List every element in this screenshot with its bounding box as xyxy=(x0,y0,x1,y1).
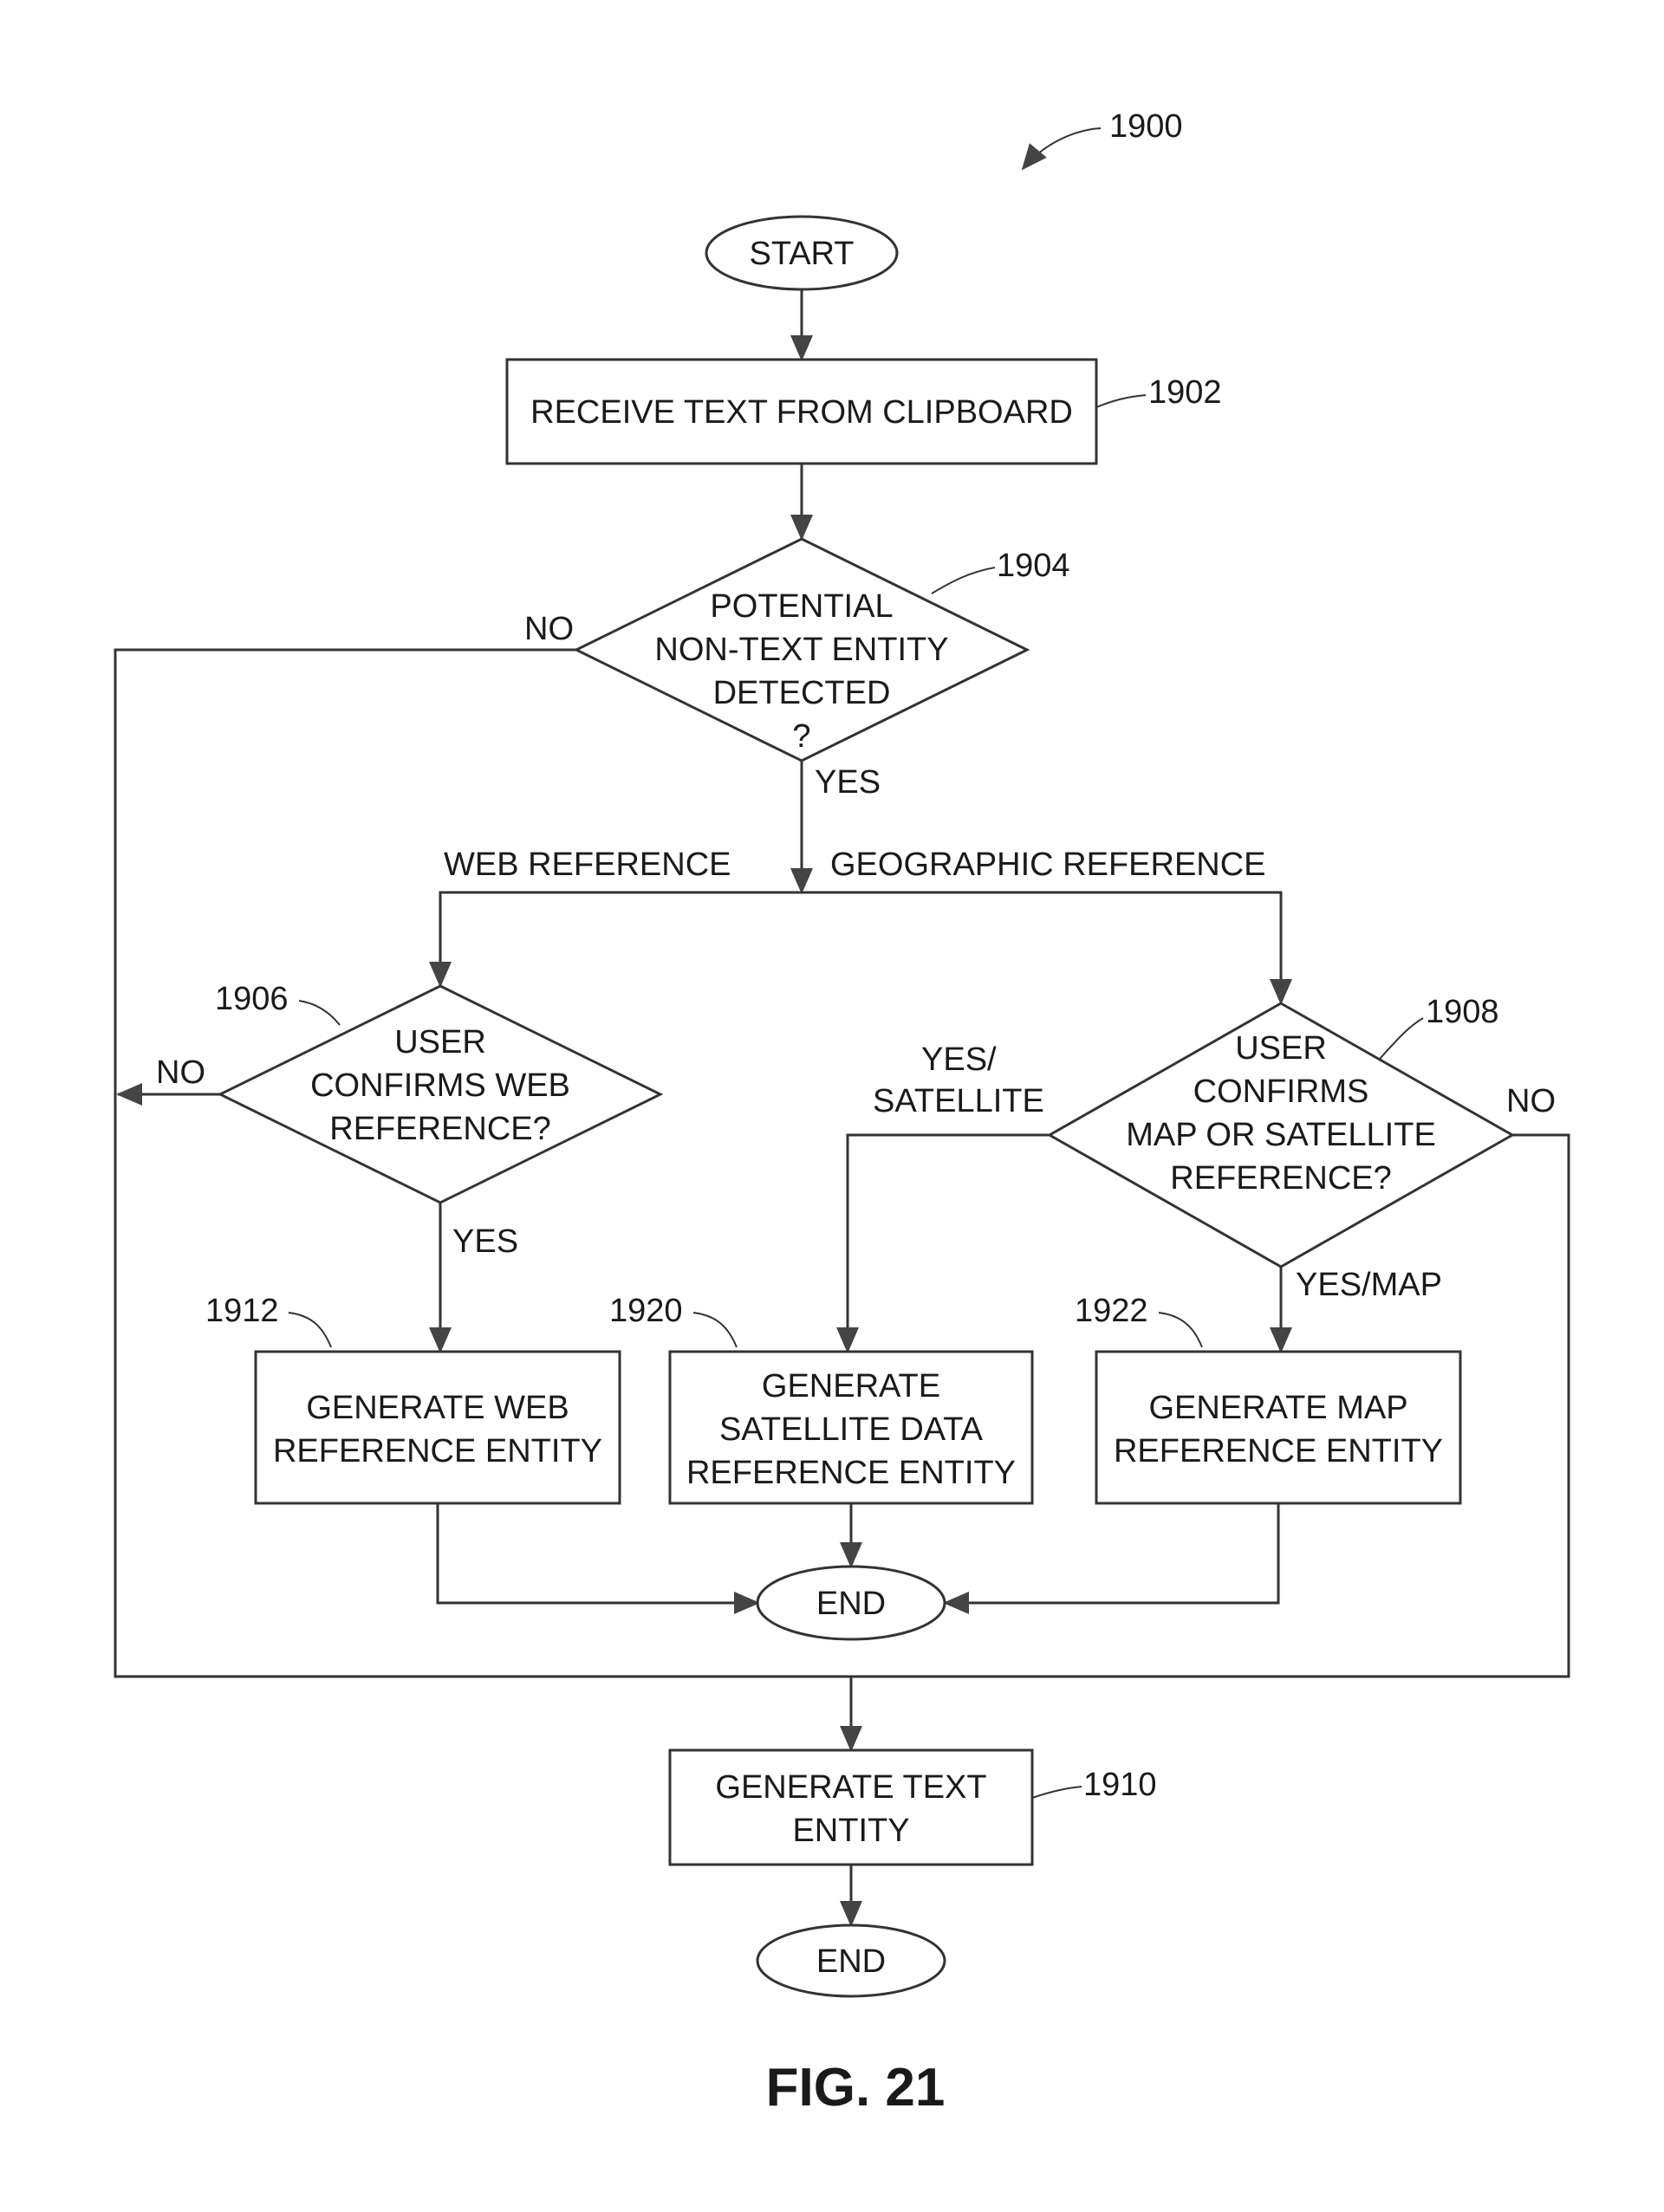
confirm-web-ref: 1906 xyxy=(215,981,289,1017)
receive-text-box xyxy=(505,358,1098,465)
geo-yes-satellite-label-2: SATELLITE xyxy=(873,1083,1044,1119)
edge-geo-yes-satellite xyxy=(836,1133,1050,1353)
confirm-geo-line-1: USER xyxy=(1235,1030,1327,1067)
web-no-label: NO xyxy=(156,1054,205,1091)
end-mid-label: END xyxy=(816,1586,886,1622)
gen-text-line-1: GENERATE TEXT xyxy=(715,1769,986,1806)
web-reference-label: WEB REFERENCE xyxy=(444,847,731,883)
figure-ref-arrow xyxy=(1021,127,1102,171)
gen-text-line-2: ENTITY xyxy=(792,1813,909,1849)
gen-satellite-box xyxy=(668,1350,1034,1505)
receive-text-ref: 1902 xyxy=(1148,374,1222,411)
gen-text-ref-leader xyxy=(1031,1786,1082,1799)
start-label: START xyxy=(749,236,854,272)
detected-no-label: NO xyxy=(524,611,574,647)
confirm-web-line-2: CONFIRMS WEB xyxy=(310,1067,570,1104)
gen-text-ref: 1910 xyxy=(1083,1767,1157,1803)
confirm-geo-line-2: CONFIRMS xyxy=(1193,1074,1369,1110)
gen-web-ref-leader xyxy=(288,1312,332,1348)
gen-satellite-line-1: GENERATE xyxy=(762,1368,940,1404)
geo-yes-satellite-label-1: YES/ xyxy=(921,1041,997,1078)
entity-detected-ref-leader xyxy=(931,567,996,594)
gen-map-line-2: REFERENCE ENTITY xyxy=(1114,1433,1443,1469)
edge-gen-web-to-end xyxy=(436,1503,760,1614)
gen-satellite-line-2: SATELLITE DATA xyxy=(719,1411,984,1448)
gen-map-box xyxy=(1095,1350,1462,1505)
edge-to-web-decision xyxy=(429,891,802,988)
entity-detected-ref: 1904 xyxy=(997,548,1070,584)
figure-ref-label: 1900 xyxy=(1109,108,1183,145)
receive-text-node: RECEIVE TEXT FROM CLIPBOARD 1902 xyxy=(505,358,1222,465)
gen-web-box xyxy=(254,1350,621,1505)
confirm-geo-line-4: REFERENCE? xyxy=(1170,1160,1392,1197)
gen-map-ref: 1922 xyxy=(1075,1293,1148,1329)
gen-text-box xyxy=(668,1748,1034,1866)
confirm-web-line-3: REFERENCE? xyxy=(329,1111,551,1147)
confirm-geo-ref: 1908 xyxy=(1426,994,1499,1030)
gen-web-ref: 1912 xyxy=(205,1293,279,1329)
end-final-terminator-shape xyxy=(756,1923,946,1998)
geographic-reference-label: GEOGRAPHIC REFERENCE xyxy=(830,847,1266,883)
confirm-web-line-1: USER xyxy=(394,1024,486,1061)
confirm-web-ref-leader xyxy=(298,1000,341,1026)
gen-satellite-ref: 1920 xyxy=(609,1293,683,1329)
entity-detected-line-3: DETECTED xyxy=(713,675,891,711)
confirm-web-decision: USER CONFIRMS WEB REFERENCE? 1906 xyxy=(215,981,664,1204)
confirm-geo-ref-leader xyxy=(1379,1017,1424,1060)
gen-satellite-node: GENERATE SATELLITE DATA REFERENCE ENTITY… xyxy=(609,1293,1034,1505)
edge-to-geo-decision xyxy=(802,891,1292,1005)
web-yes-label: YES xyxy=(452,1223,518,1260)
entity-detected-line-2: NON-TEXT ENTITY xyxy=(654,632,948,668)
receive-text-ref-leader xyxy=(1095,394,1147,408)
entity-detected-decision: POTENTIAL NON-TEXT ENTITY DETECTED ? 190… xyxy=(573,537,1070,762)
gen-web-line-2: REFERENCE ENTITY xyxy=(273,1433,602,1469)
gen-web-node: GENERATE WEB REFERENCE ENTITY 1912 xyxy=(205,1293,621,1505)
gen-web-line-1: GENERATE WEB xyxy=(306,1390,569,1426)
confirm-geo-line-3: MAP OR SATELLITE xyxy=(1126,1117,1436,1153)
gen-satellite-line-3: REFERENCE ENTITY xyxy=(686,1455,1016,1491)
end-mid-node: END xyxy=(756,1565,946,1641)
figure-ref-1900: 1900 xyxy=(1021,108,1183,171)
end-final-node: END xyxy=(756,1923,946,1998)
end-mid-terminator-shape xyxy=(756,1565,946,1641)
end-final-label: END xyxy=(816,1943,886,1980)
receive-text-label: RECEIVE TEXT FROM CLIPBOARD xyxy=(530,394,1073,431)
entity-detected-line-4: ? xyxy=(792,718,810,755)
gen-text-node: GENERATE TEXT ENTITY 1910 xyxy=(668,1748,1157,1866)
gen-satellite-ref-leader xyxy=(692,1312,738,1348)
gen-map-line-1: GENERATE MAP xyxy=(1148,1390,1407,1426)
geo-yes-map-label: YES/MAP xyxy=(1296,1267,1442,1303)
gen-map-node: GENERATE MAP REFERENCE ENTITY 1922 xyxy=(1075,1293,1462,1505)
edge-gen-map-to-end xyxy=(943,1503,1280,1614)
edge-detected-no-loop xyxy=(114,648,1570,1678)
confirm-geo-decision: USER CONFIRMS MAP OR SATELLITE REFERENCE… xyxy=(1046,994,1516,1268)
entity-detected-line-1: POTENTIAL xyxy=(710,588,893,625)
figure-caption: FIG. 21 xyxy=(766,2058,946,2118)
geo-no-label: NO xyxy=(1506,1083,1556,1119)
detected-yes-label: YES xyxy=(815,764,881,801)
start-node: START xyxy=(705,215,899,291)
gen-map-ref-leader xyxy=(1158,1312,1203,1348)
